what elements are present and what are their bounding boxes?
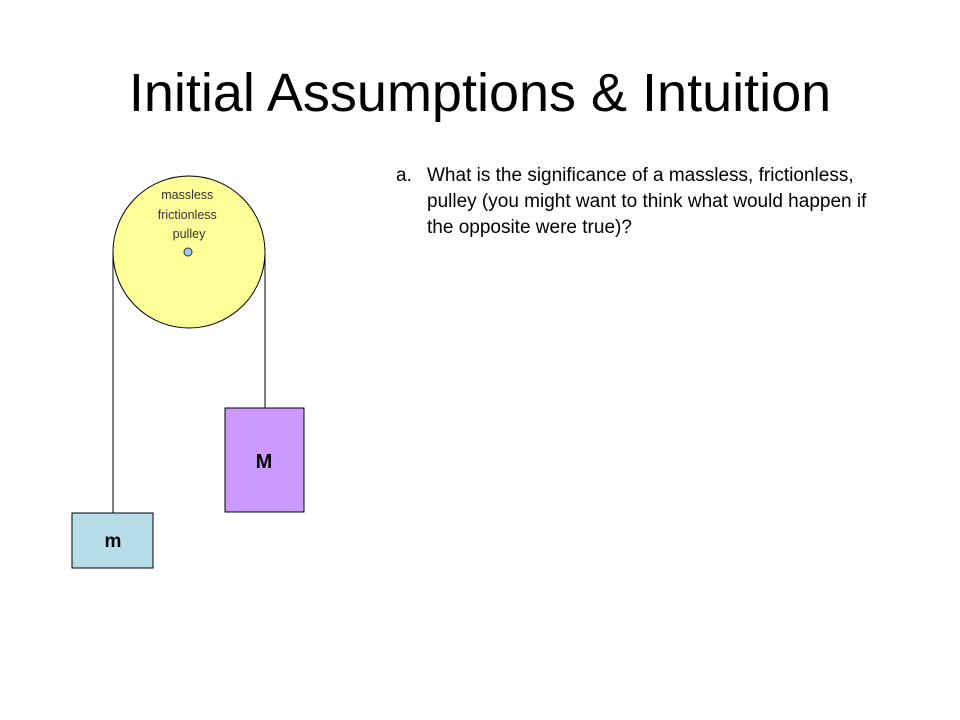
large-mass-label: M xyxy=(256,451,273,473)
slide-title: Initial Assumptions & Intuition xyxy=(128,63,832,123)
pulley-label-line: frictionless xyxy=(158,208,217,222)
question-list: a. What is the significance of a massles… xyxy=(396,163,896,241)
question-marker: a. xyxy=(396,165,412,186)
small-mass-label: m xyxy=(105,531,122,552)
pulley-label-line: massless xyxy=(161,188,213,202)
pulley-label-line: pulley xyxy=(173,227,206,241)
large-mass-block xyxy=(224,407,305,513)
pulley-axle xyxy=(183,247,193,257)
small-mass-block xyxy=(71,512,154,569)
question-text: What is the significance of a massless, … xyxy=(427,165,867,238)
question-item: a. What is the significance of a massles… xyxy=(396,163,896,241)
pulley-label: massless frictionless pulley xyxy=(158,188,221,241)
